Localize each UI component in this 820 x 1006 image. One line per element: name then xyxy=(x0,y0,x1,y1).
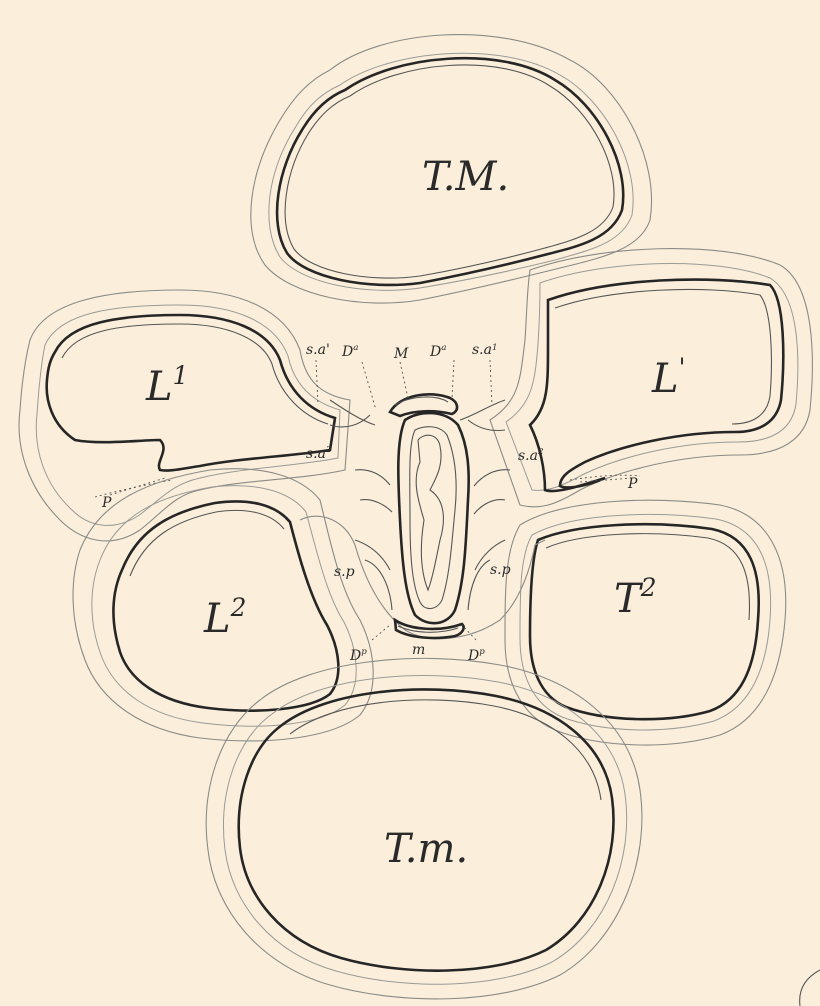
label-l1-left: L1 xyxy=(145,361,188,410)
label-m-lower: m xyxy=(412,642,425,658)
label-da-right: Da xyxy=(429,343,446,360)
label-sa1-left: s.a' xyxy=(306,342,330,358)
label-m-upper: M xyxy=(393,346,409,362)
label-tm-lower: T.m. xyxy=(384,826,468,872)
label-p-left: P xyxy=(101,495,112,511)
label-sp-right: s.p xyxy=(490,562,511,578)
label-p-right: P xyxy=(627,476,638,492)
label-da-left: Da xyxy=(341,343,358,360)
label-dp-left: Dp xyxy=(349,647,367,664)
label-l1-right: L' xyxy=(651,353,685,402)
label-tm-upper: T.M. xyxy=(422,154,509,200)
label-sp-left: s.p xyxy=(334,564,355,580)
label-t2: T2 xyxy=(614,573,656,622)
l1-left-section xyxy=(19,290,350,541)
label-l2: L2 xyxy=(203,593,246,642)
central-cord-structure xyxy=(300,394,545,638)
edge-fragment-mark xyxy=(800,970,820,1006)
figure-labels: T.M. L1 L' L2 T2 T.m. s.a' Da M Da s.a1 … xyxy=(101,154,685,872)
label-dp-right: Dp xyxy=(467,647,485,664)
t2-section xyxy=(505,500,786,745)
label-sa1-right: s.a1 xyxy=(472,342,498,358)
label-sa2-right: s.a2 xyxy=(518,447,544,464)
